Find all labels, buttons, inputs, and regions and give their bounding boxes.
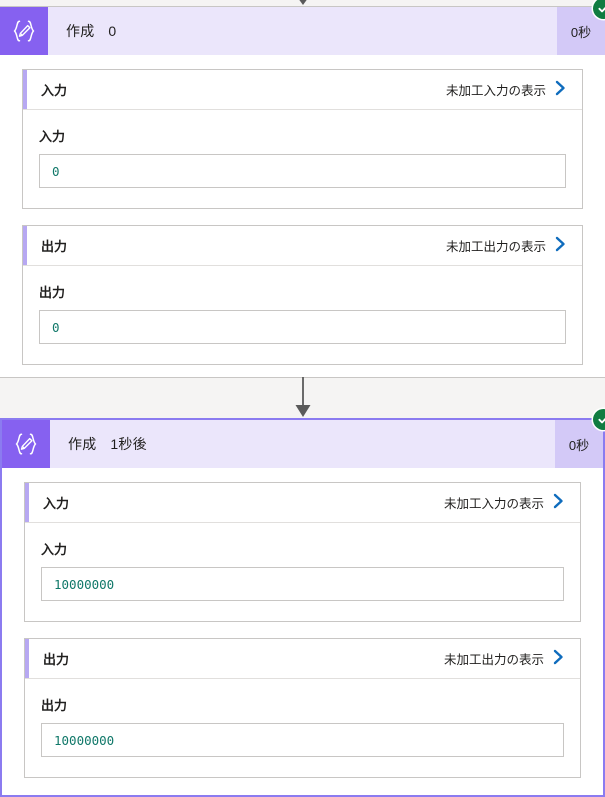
action-card[interactable]: 作成 1秒後 0秒 入力 未加工入力の表示	[0, 409, 605, 797]
output-panel-content: 出力 10000000	[25, 678, 580, 777]
show-raw-output-label: 未加工出力の表示	[445, 240, 546, 254]
arrow-down-icon	[292, 377, 314, 418]
input-panel: 入力 未加工入力の表示 入力 0	[22, 69, 583, 209]
show-raw-output-link[interactable]: 未加工出力の表示	[444, 649, 564, 668]
connector-arrow-middle	[0, 377, 605, 418]
output-value-box[interactable]: 0	[39, 310, 566, 344]
input-panel-content: 入力 10000000	[25, 522, 580, 621]
output-value: 10000000	[54, 732, 115, 748]
show-raw-input-label: 未加工入力の表示	[445, 84, 546, 98]
show-raw-input-label: 未加工入力の表示	[443, 497, 544, 511]
chevron-right-icon	[553, 649, 564, 668]
output-panel: 出力 未加工出力の表示 出力 0	[22, 225, 583, 365]
input-field-label: 入力	[41, 542, 68, 557]
input-panel-header: 入力 未加工入力の表示	[23, 70, 582, 109]
action-card-title-group: 作成 0	[48, 7, 557, 55]
action-subtitle: 0	[108, 23, 117, 39]
compose-braces-pencil-icon	[2, 420, 50, 468]
compose-braces-pencil-icon	[0, 7, 48, 55]
show-raw-input-link[interactable]: 未加工入力の表示	[444, 493, 564, 512]
action-title: 作成	[66, 23, 95, 39]
input-value: 0	[52, 163, 60, 179]
action-card-title-group: 作成 1秒後	[50, 420, 555, 468]
input-panel-content: 入力 0	[23, 109, 582, 208]
action-card-body: 入力 未加工入力の表示 入力 0	[0, 55, 605, 365]
action-card-header[interactable]: 作成 0 0秒	[0, 0, 605, 55]
output-panel-header: 出力 未加工出力の表示	[23, 226, 582, 265]
chevron-right-icon	[553, 493, 564, 512]
chevron-right-icon	[555, 236, 566, 255]
action-title: 作成	[68, 436, 97, 452]
output-panel-header: 出力 未加工出力の表示	[25, 639, 580, 678]
chevron-right-icon	[555, 80, 566, 99]
input-value-box[interactable]: 0	[39, 154, 566, 188]
input-value: 10000000	[54, 576, 115, 592]
input-field-label: 入力	[39, 129, 66, 144]
show-raw-input-link[interactable]: 未加工入力の表示	[446, 80, 566, 99]
show-raw-output-label: 未加工出力の表示	[443, 653, 544, 667]
output-panel: 出力 未加工出力の表示 出力 10000000	[24, 638, 581, 778]
action-duration: 0秒	[555, 420, 603, 468]
action-card-header[interactable]: 作成 1秒後 0秒	[2, 409, 605, 468]
output-panel-title: 出力	[43, 652, 70, 667]
check-circle-icon	[593, 409, 605, 430]
input-panel-header: 入力 未加工入力の表示	[25, 483, 580, 522]
action-card-body: 入力 未加工入力の表示 入力 10000000	[2, 468, 603, 778]
input-panel-title: 入力	[41, 83, 68, 98]
action-card[interactable]: 作成 0 0秒 入力 未加工入力の表示	[0, 0, 605, 378]
output-value-box[interactable]: 10000000	[41, 723, 564, 757]
show-raw-output-link[interactable]: 未加工出力の表示	[446, 236, 566, 255]
input-panel: 入力 未加工入力の表示 入力 10000000	[24, 482, 581, 622]
input-value-box[interactable]: 10000000	[41, 567, 564, 601]
output-field-label: 出力	[41, 698, 68, 713]
action-subtitle: 1秒後	[110, 436, 147, 452]
check-circle-icon	[593, 0, 605, 19]
output-panel-content: 出力 0	[23, 265, 582, 364]
output-panel-title: 出力	[41, 239, 68, 254]
input-panel-title: 入力	[43, 496, 70, 511]
output-value: 0	[52, 319, 60, 335]
output-field-label: 出力	[39, 285, 66, 300]
